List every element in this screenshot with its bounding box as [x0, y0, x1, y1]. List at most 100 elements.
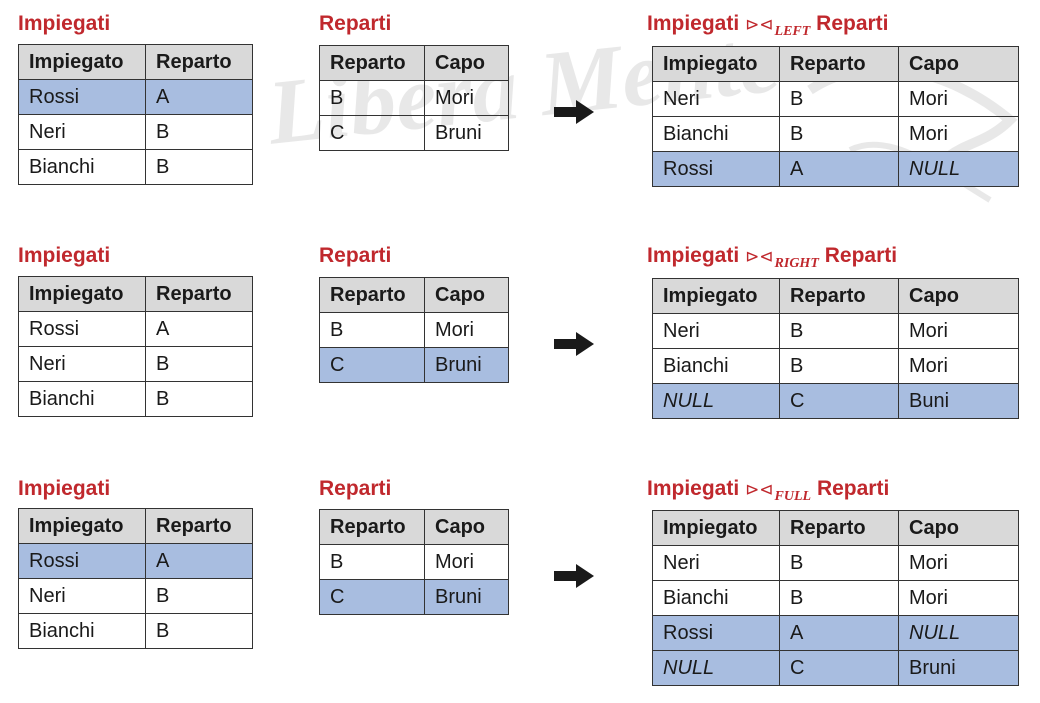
cell: Mori: [898, 348, 1019, 384]
cell: B: [319, 312, 425, 348]
left-table-title: Impiegati: [18, 244, 111, 267]
cell: Rossi: [18, 311, 146, 347]
cell: Neri: [652, 545, 780, 581]
cell: Neri: [18, 114, 146, 150]
cell: B: [779, 116, 899, 152]
header-cell: Impiegato: [18, 44, 146, 80]
table-row: Neri B Mori: [652, 545, 1019, 581]
table-row: Bianchi B Mori: [652, 116, 1019, 152]
right-arrow-icon: [554, 100, 594, 124]
cell: Bruni: [898, 650, 1019, 686]
header-cell: Reparto: [779, 510, 899, 546]
cell: C: [319, 347, 425, 383]
join-type-subscript: FULL: [774, 489, 812, 504]
null-cell: NULL: [898, 615, 1019, 651]
cell: Rossi: [652, 615, 780, 651]
cell: A: [145, 79, 253, 115]
table-row-highlighted: Rossi A NULL: [652, 151, 1019, 187]
cell: B: [779, 313, 899, 349]
table-row: B Mori: [319, 312, 509, 348]
header-cell: Reparto: [319, 45, 425, 81]
right-arrow-icon: [554, 564, 594, 588]
cell: Neri: [18, 578, 146, 614]
join-operator: ⊳⊲: [745, 480, 774, 500]
cell: Bianchi: [18, 381, 146, 417]
cell: Bianchi: [652, 580, 780, 616]
left-table-title: Impiegati: [18, 12, 111, 35]
cell: Mori: [898, 81, 1019, 117]
table-row-highlighted: C Bruni: [319, 579, 509, 615]
cell: Bianchi: [652, 116, 780, 152]
cell: Mori: [898, 545, 1019, 581]
result-title-right: Reparti: [816, 477, 890, 500]
header-cell: Impiegato: [652, 46, 780, 82]
cell: Mori: [898, 580, 1019, 616]
full-join-result-table: Impiegato Reparto Capo Neri B Mori Bianc…: [652, 510, 1019, 686]
cell: Buni: [898, 383, 1019, 419]
cell: Mori: [424, 80, 509, 116]
cell: Neri: [652, 81, 780, 117]
header-cell: Reparto: [145, 276, 253, 312]
table-row-highlighted: Rossi A NULL: [652, 615, 1019, 651]
table-row: Neri B: [18, 578, 253, 614]
null-cell: NULL: [652, 650, 780, 686]
impiegati-table: Impiegato Reparto Rossi A Neri B Bianchi…: [18, 276, 253, 417]
cell: Bianchi: [18, 613, 146, 649]
cell: Mori: [898, 313, 1019, 349]
header-cell: Capo: [424, 509, 509, 545]
cell: Mori: [424, 312, 509, 348]
table-row: Bianchi B Mori: [652, 348, 1019, 384]
table-row: Rossi A: [18, 311, 253, 347]
cell: A: [145, 543, 253, 579]
null-cell: NULL: [652, 383, 780, 419]
header-cell: Capo: [424, 45, 509, 81]
result-title: Impiegati ⊳⊲RIGHT Reparti: [647, 244, 897, 276]
join-type-subscript: LEFT: [774, 24, 811, 39]
right-table-title: Reparti: [319, 12, 392, 35]
join-type-subscript: RIGHT: [774, 256, 819, 271]
reparti-table: Reparto Capo B Mori C Bruni: [319, 509, 509, 615]
reparti-table: Reparto Capo B Mori C Bruni: [319, 45, 509, 151]
table-row-highlighted: NULL C Bruni: [652, 650, 1019, 686]
table-row-highlighted: Rossi A: [18, 79, 253, 115]
cell: Mori: [424, 544, 509, 580]
cell: C: [779, 650, 899, 686]
table-row: Neri B Mori: [652, 81, 1019, 117]
result-title-right: Reparti: [816, 12, 889, 35]
table-row: Neri B: [18, 114, 253, 150]
table-row: Bianchi B: [18, 613, 253, 649]
cell: Bruni: [424, 347, 509, 383]
header-cell: Reparto: [145, 508, 253, 544]
table-row-highlighted: Rossi A: [18, 543, 253, 579]
cell: A: [779, 151, 899, 187]
table-row: C Bruni: [319, 115, 509, 151]
right-arrow-icon: [554, 332, 594, 356]
result-title: Impiegati ⊳⊲LEFT Reparti: [647, 12, 889, 44]
table-row-highlighted: C Bruni: [319, 347, 509, 383]
cell: B: [779, 348, 899, 384]
cell: B: [779, 545, 899, 581]
table-row: Bianchi B: [18, 381, 253, 417]
cell: A: [779, 615, 899, 651]
impiegati-table: Impiegato Reparto Rossi A Neri B Bianchi…: [18, 44, 253, 185]
header-cell: Capo: [898, 510, 1019, 546]
cell: B: [145, 346, 253, 382]
reparti-table: Reparto Capo B Mori C Bruni: [319, 277, 509, 383]
cell: Neri: [652, 313, 780, 349]
table-row: Neri B: [18, 346, 253, 382]
header-cell: Reparto: [145, 44, 253, 80]
cell: Bruni: [424, 115, 509, 151]
cell: Rossi: [18, 79, 146, 115]
header-cell: Reparto: [779, 278, 899, 314]
header-cell: Capo: [424, 277, 509, 313]
cell: B: [319, 544, 425, 580]
cell: Mori: [898, 116, 1019, 152]
cell: B: [145, 613, 253, 649]
header-cell: Capo: [898, 278, 1019, 314]
cell: B: [145, 381, 253, 417]
join-operator: ⊳⊲: [745, 247, 774, 267]
cell: B: [779, 81, 899, 117]
table-row: B Mori: [319, 544, 509, 580]
right-join-result-table: Impiegato Reparto Capo Neri B Mori Bianc…: [652, 278, 1019, 419]
header-cell: Impiegato: [652, 278, 780, 314]
